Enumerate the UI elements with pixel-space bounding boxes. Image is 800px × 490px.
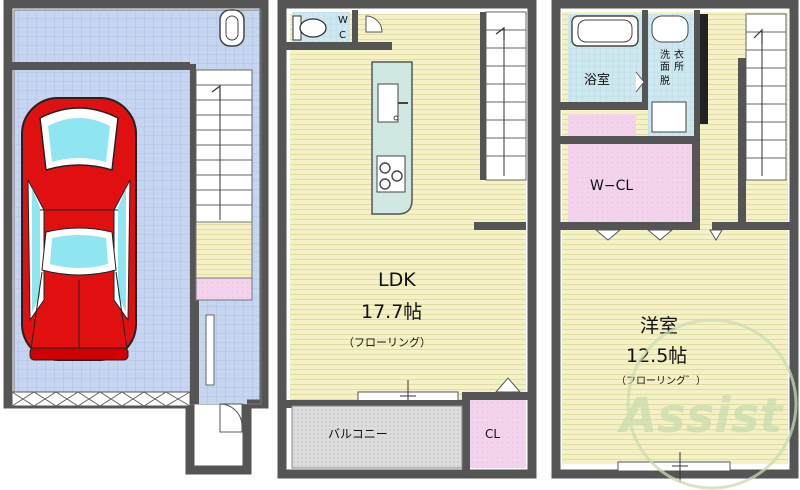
western-room-area: 12.5帖 xyxy=(626,345,687,367)
entrance-door xyxy=(219,403,243,433)
walk-in-closet xyxy=(568,144,692,222)
washing-machine-icon xyxy=(651,101,687,133)
stair-2f xyxy=(480,11,527,181)
assist-watermark: Assist xyxy=(616,318,798,490)
wash-char-4: 衣 xyxy=(674,48,684,61)
floor-1 xyxy=(3,0,269,475)
western-window xyxy=(617,452,731,482)
wc-label-bottom: C xyxy=(339,30,346,41)
stair-1f xyxy=(195,69,253,223)
western-room-floor xyxy=(562,230,788,464)
wash-char-1: 洗 xyxy=(660,49,670,61)
western-room-floor-type: （フローリング゛） xyxy=(616,374,706,387)
toilet-icon xyxy=(292,15,327,41)
garage-shutter xyxy=(11,391,191,407)
wash-char-3: 脱 xyxy=(660,74,670,87)
bath-label: 浴室 xyxy=(584,72,610,88)
closet-2f xyxy=(470,400,526,468)
wc-door xyxy=(365,15,383,33)
floor-2: W C xyxy=(277,0,537,479)
ldk-floor-type: （フローリング） xyxy=(343,335,431,349)
stair-3f xyxy=(738,13,787,222)
washbasin-icon xyxy=(651,15,689,43)
kitchen-counter xyxy=(371,61,413,215)
stove-icon xyxy=(376,155,406,193)
wash-char-5: 所 xyxy=(674,61,684,73)
sink-1f-icon xyxy=(219,9,245,47)
wc-label-top: W xyxy=(338,15,348,26)
balcony-label: バルコニー xyxy=(328,427,388,441)
wcl-label: W−CL xyxy=(590,178,633,194)
floor-3: 浴室 洗 面 脱 衣 所 W−CL xyxy=(551,0,799,482)
ldk-name: LDK xyxy=(378,269,416,291)
balcony xyxy=(291,405,463,469)
wash-char-2: 面 xyxy=(660,62,670,73)
watermark-text: Assist xyxy=(616,388,784,444)
bathtub-icon xyxy=(571,15,639,47)
western-room-name: 洋室 xyxy=(640,315,678,337)
ldk-area: 17.7帖 xyxy=(361,301,422,323)
closet-2f-label: CL xyxy=(485,427,500,441)
car-icon xyxy=(21,97,137,361)
